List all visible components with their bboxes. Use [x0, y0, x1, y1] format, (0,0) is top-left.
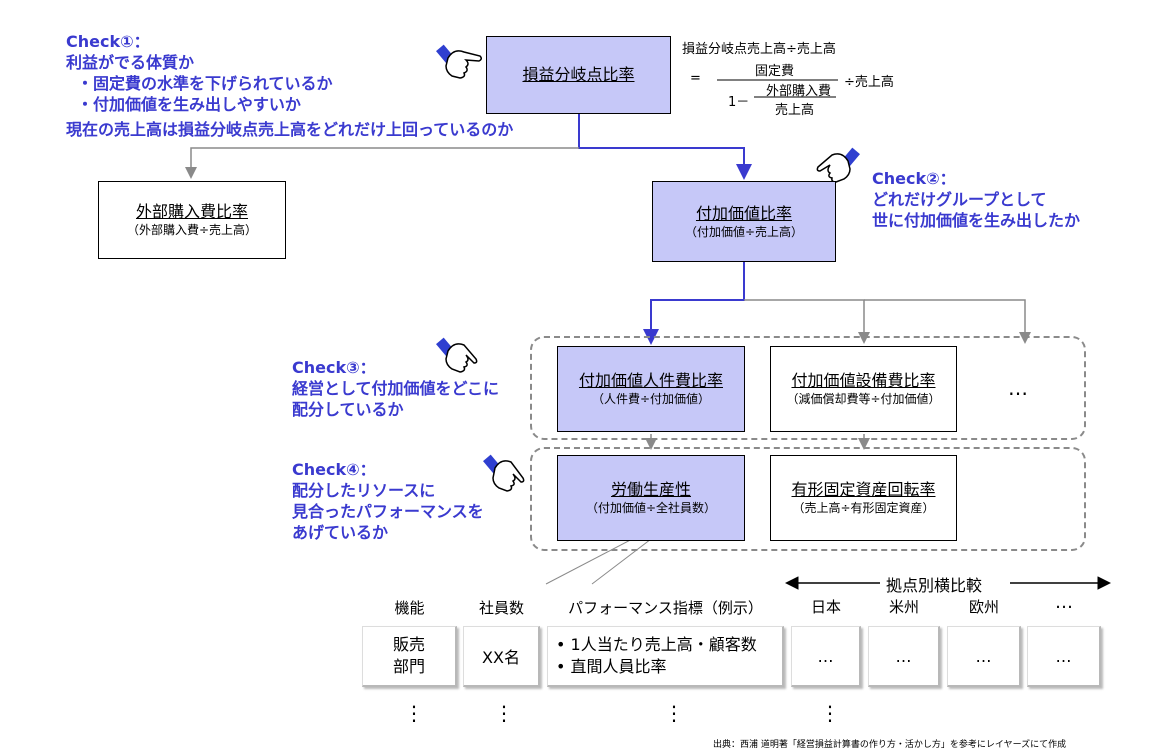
asset-turnover-box: 有形固定資産回転率 （売上高÷有形固定資産）: [770, 455, 957, 541]
asset-turnover-formula: （売上高÷有形固定資産）: [792, 501, 935, 515]
check2-line2: 世に付加価値を生み出したか: [872, 211, 1081, 230]
formula-inner-denominator: 売上高: [775, 103, 815, 118]
labor-share-ratio-title: 付加価値人件費比率: [578, 371, 723, 390]
callout-line-left: [545, 535, 639, 585]
pointing-hand-icon: [436, 337, 478, 373]
labor-productivity-formula: （付加価値÷全社員数）: [585, 501, 717, 515]
value-added-ratio-box: 付加価値比率 （付加価値÷売上高）: [652, 181, 836, 262]
row-function-line1: 販売: [392, 635, 425, 654]
value-added-ratio-title: 付加価値比率: [695, 203, 792, 223]
check3-callout: Check③： 経営として付加価値をどこに 配分しているか: [292, 357, 499, 420]
vdots-function: ⋮: [404, 701, 424, 725]
row-europe-cell: …: [947, 626, 1021, 687]
check4-callout: Check④： 配分したリソースに 見合ったパフォーマンスを あげているか: [292, 459, 484, 543]
header-indicator: パフォーマンス指標（例示）: [568, 599, 763, 617]
formula-equals: =: [690, 71, 701, 86]
check4-line2: 見合ったパフォーマンスを: [292, 502, 484, 521]
row-function-line2: 部門: [392, 657, 425, 676]
check1-heading: Check①：: [66, 32, 150, 51]
breakeven-ratio-title: 損益分岐点比率: [522, 65, 635, 84]
check4-line1: 配分したリソースに: [292, 481, 436, 500]
row-more-value: …: [1055, 646, 1072, 666]
vdots-japan: ⋮: [820, 701, 840, 725]
row-japan-value: …: [817, 646, 834, 666]
callout-line-right: [591, 535, 656, 585]
connector-to-equipment: [744, 299, 870, 344]
check3-line1: 経営として付加価値をどこに: [292, 379, 500, 398]
check3-heading: Check③：: [292, 358, 376, 377]
vdots-employees: ⋮: [494, 701, 514, 725]
equipment-share-ratio-title: 付加価値設備費比率: [791, 371, 936, 390]
row-japan-cell: …: [791, 626, 861, 687]
header-more: …: [1055, 592, 1073, 613]
row-indicator-cell: • 1人当たり売上高・顧客数 • 直間人員比率: [547, 626, 784, 687]
check1-line3: ・付加価値を生み出しやすいか: [77, 95, 301, 114]
check1-callout: Check①： 利益がでる体質か ・固定費の水準を下げられているか ・付加価値を…: [66, 31, 513, 140]
labor-share-ratio-box: 付加価値人件費比率 （人件費÷付加価値）: [557, 346, 745, 432]
header-japan: 日本: [810, 598, 841, 616]
performance-group: [530, 447, 1086, 551]
distribution-group: [530, 336, 1086, 440]
vdots-indicator: ⋮: [664, 701, 684, 725]
formula-suffix: ÷売上高: [844, 75, 894, 90]
row-function-cell: 販売 部門: [362, 626, 457, 687]
external-purchase-ratio-box: 外部購入費比率 （外部購入費÷売上高）: [98, 181, 286, 259]
check3-line2: 配分しているか: [292, 400, 404, 419]
header-employees: 社員数: [478, 599, 524, 617]
row-us-cell: …: [868, 626, 940, 687]
check1-line4: 現在の売上高は損益分岐点売上高をどれだけ上回っているのか: [66, 120, 514, 139]
header-function: 機能: [394, 599, 425, 617]
labor-share-ratio-formula: （人件費÷付加価値）: [591, 392, 711, 406]
pointing-hand-icon: [483, 454, 525, 492]
source-note: 出典：西浦 道明著「経営損益計算書の作り方・活かし方」を参考にレイヤーズにて作成: [713, 740, 1067, 750]
compare-label: 拠点別横比較: [886, 576, 983, 595]
check2-callout: Check②： どれだけグループとして 世に付加価値を生み出したか: [872, 168, 1080, 231]
header-europe: 欧州: [968, 598, 999, 616]
external-purchase-ratio-title: 外部購入費比率: [135, 202, 248, 221]
formula-numerator: 固定費: [755, 64, 795, 79]
check4-heading: Check④：: [292, 460, 376, 479]
check2-heading: Check②：: [872, 169, 956, 188]
equipment-share-ratio-box: 付加価値設備費比率 （減価償却費等÷付加価値）: [770, 346, 957, 432]
connector-to-more: [864, 299, 1031, 344]
pointing-hand-icon: [436, 44, 483, 79]
labor-productivity-box: 労働生産性 （付加価値÷全社員数）: [557, 455, 745, 541]
row-more-cell: …: [1027, 626, 1101, 687]
more-ratios-ellipsis: …: [1008, 376, 1028, 400]
check2-line1: どれだけグループとして: [872, 190, 1047, 209]
check4-line3: あげているか: [292, 523, 389, 542]
row-indicator-line1: • 1人当たり売上高・顧客数: [556, 635, 757, 654]
check1-line2: ・固定費の水準を下げられているか: [77, 74, 333, 93]
row-employees-value: XX名: [482, 648, 520, 667]
row-employees-cell: XX名: [463, 626, 540, 687]
formula-line1: 損益分岐点売上高÷売上高: [682, 42, 836, 57]
check1-line1: 利益がでる体質か: [66, 53, 195, 72]
connector-breakeven-valueadded: [578, 114, 752, 180]
labor-productivity-title: 労働生産性: [610, 480, 691, 499]
value-added-ratio-formula: （付加価値÷売上高）: [684, 224, 804, 239]
connector-breakeven-external: [185, 147, 579, 179]
equipment-share-ratio-formula: （減価償却費等÷付加価値）: [786, 392, 941, 406]
row-indicator-line2: • 直間人員比率: [556, 657, 667, 676]
breakeven-ratio-box: 損益分岐点比率: [486, 36, 671, 114]
row-europe-value: …: [975, 646, 992, 666]
pointing-hand-icon: [816, 147, 860, 183]
external-purchase-ratio-formula: （外部購入費÷売上高）: [126, 223, 258, 237]
connector-valueadded-down: [643, 262, 745, 345]
asset-turnover-title: 有形固定資産回転率: [791, 480, 936, 499]
row-us-value: …: [895, 646, 912, 666]
formula-inner-numerator: 外部購入費: [766, 84, 832, 99]
formula-one-minus: 1－: [728, 95, 750, 110]
header-us: 米州: [888, 598, 919, 616]
